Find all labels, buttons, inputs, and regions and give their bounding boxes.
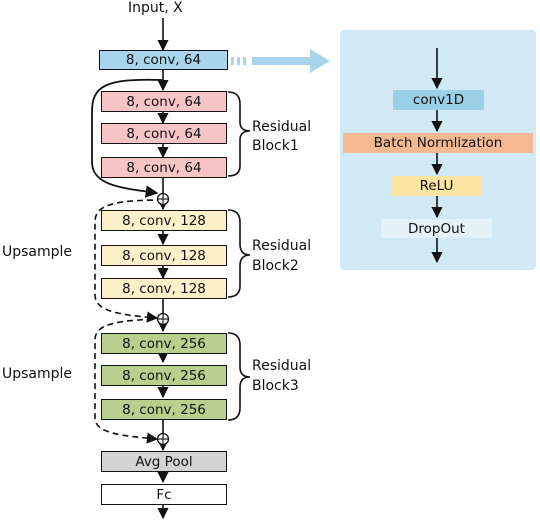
detail-relu: ReLU — [391, 176, 482, 196]
avg-pool-layer: Avg Pool — [101, 451, 227, 472]
block1-layer-3: 8, conv, 64 — [101, 157, 227, 178]
block2-upsample-label: Upsample — [2, 244, 73, 260]
block1-label-line2: Block1 — [252, 138, 299, 154]
block3-layer-1: 8, conv, 256 — [101, 333, 227, 354]
skip-connection-block3 — [94, 318, 164, 444]
bracket-block1 — [227, 91, 251, 177]
skip-connection-block2 — [94, 199, 164, 323]
expand-arrow — [231, 49, 330, 73]
add-node-1 — [156, 192, 170, 206]
block3-layer-3: 8, conv, 256 — [101, 399, 227, 420]
detail-dropout: DropOut — [381, 219, 492, 238]
block2-label-line1: Residual — [252, 238, 312, 254]
block1-layer-1: 8, conv, 64 — [101, 91, 227, 112]
block2-label-line2: Block2 — [252, 258, 299, 274]
fc-layer: Fc — [101, 484, 227, 505]
skip-connection-block1 — [91, 78, 164, 198]
add-node-2 — [156, 312, 170, 326]
add-node-3 — [156, 432, 170, 446]
block1-label-line1: Residual — [252, 119, 312, 135]
block3-layer-2: 8, conv, 256 — [101, 365, 227, 386]
input-label: Input, X — [128, 0, 183, 16]
detail-batch-norm: Batch Normlization — [343, 133, 533, 153]
bracket-block3 — [227, 332, 251, 421]
block3-upsample-label: Upsample — [2, 366, 73, 382]
block1-layer-2: 8, conv, 64 — [101, 123, 227, 144]
block2-layer-3: 8, conv, 128 — [101, 278, 227, 299]
block3-label-line1: Residual — [252, 358, 312, 374]
block3-label-line2: Block3 — [252, 378, 299, 394]
block2-layer-1: 8, conv, 128 — [101, 210, 227, 231]
block2-layer-2: 8, conv, 128 — [101, 245, 227, 266]
first-conv-layer: 8, conv, 64 — [99, 50, 228, 70]
detail-conv1d: conv1D — [393, 90, 484, 110]
bracket-block2 — [227, 209, 251, 298]
